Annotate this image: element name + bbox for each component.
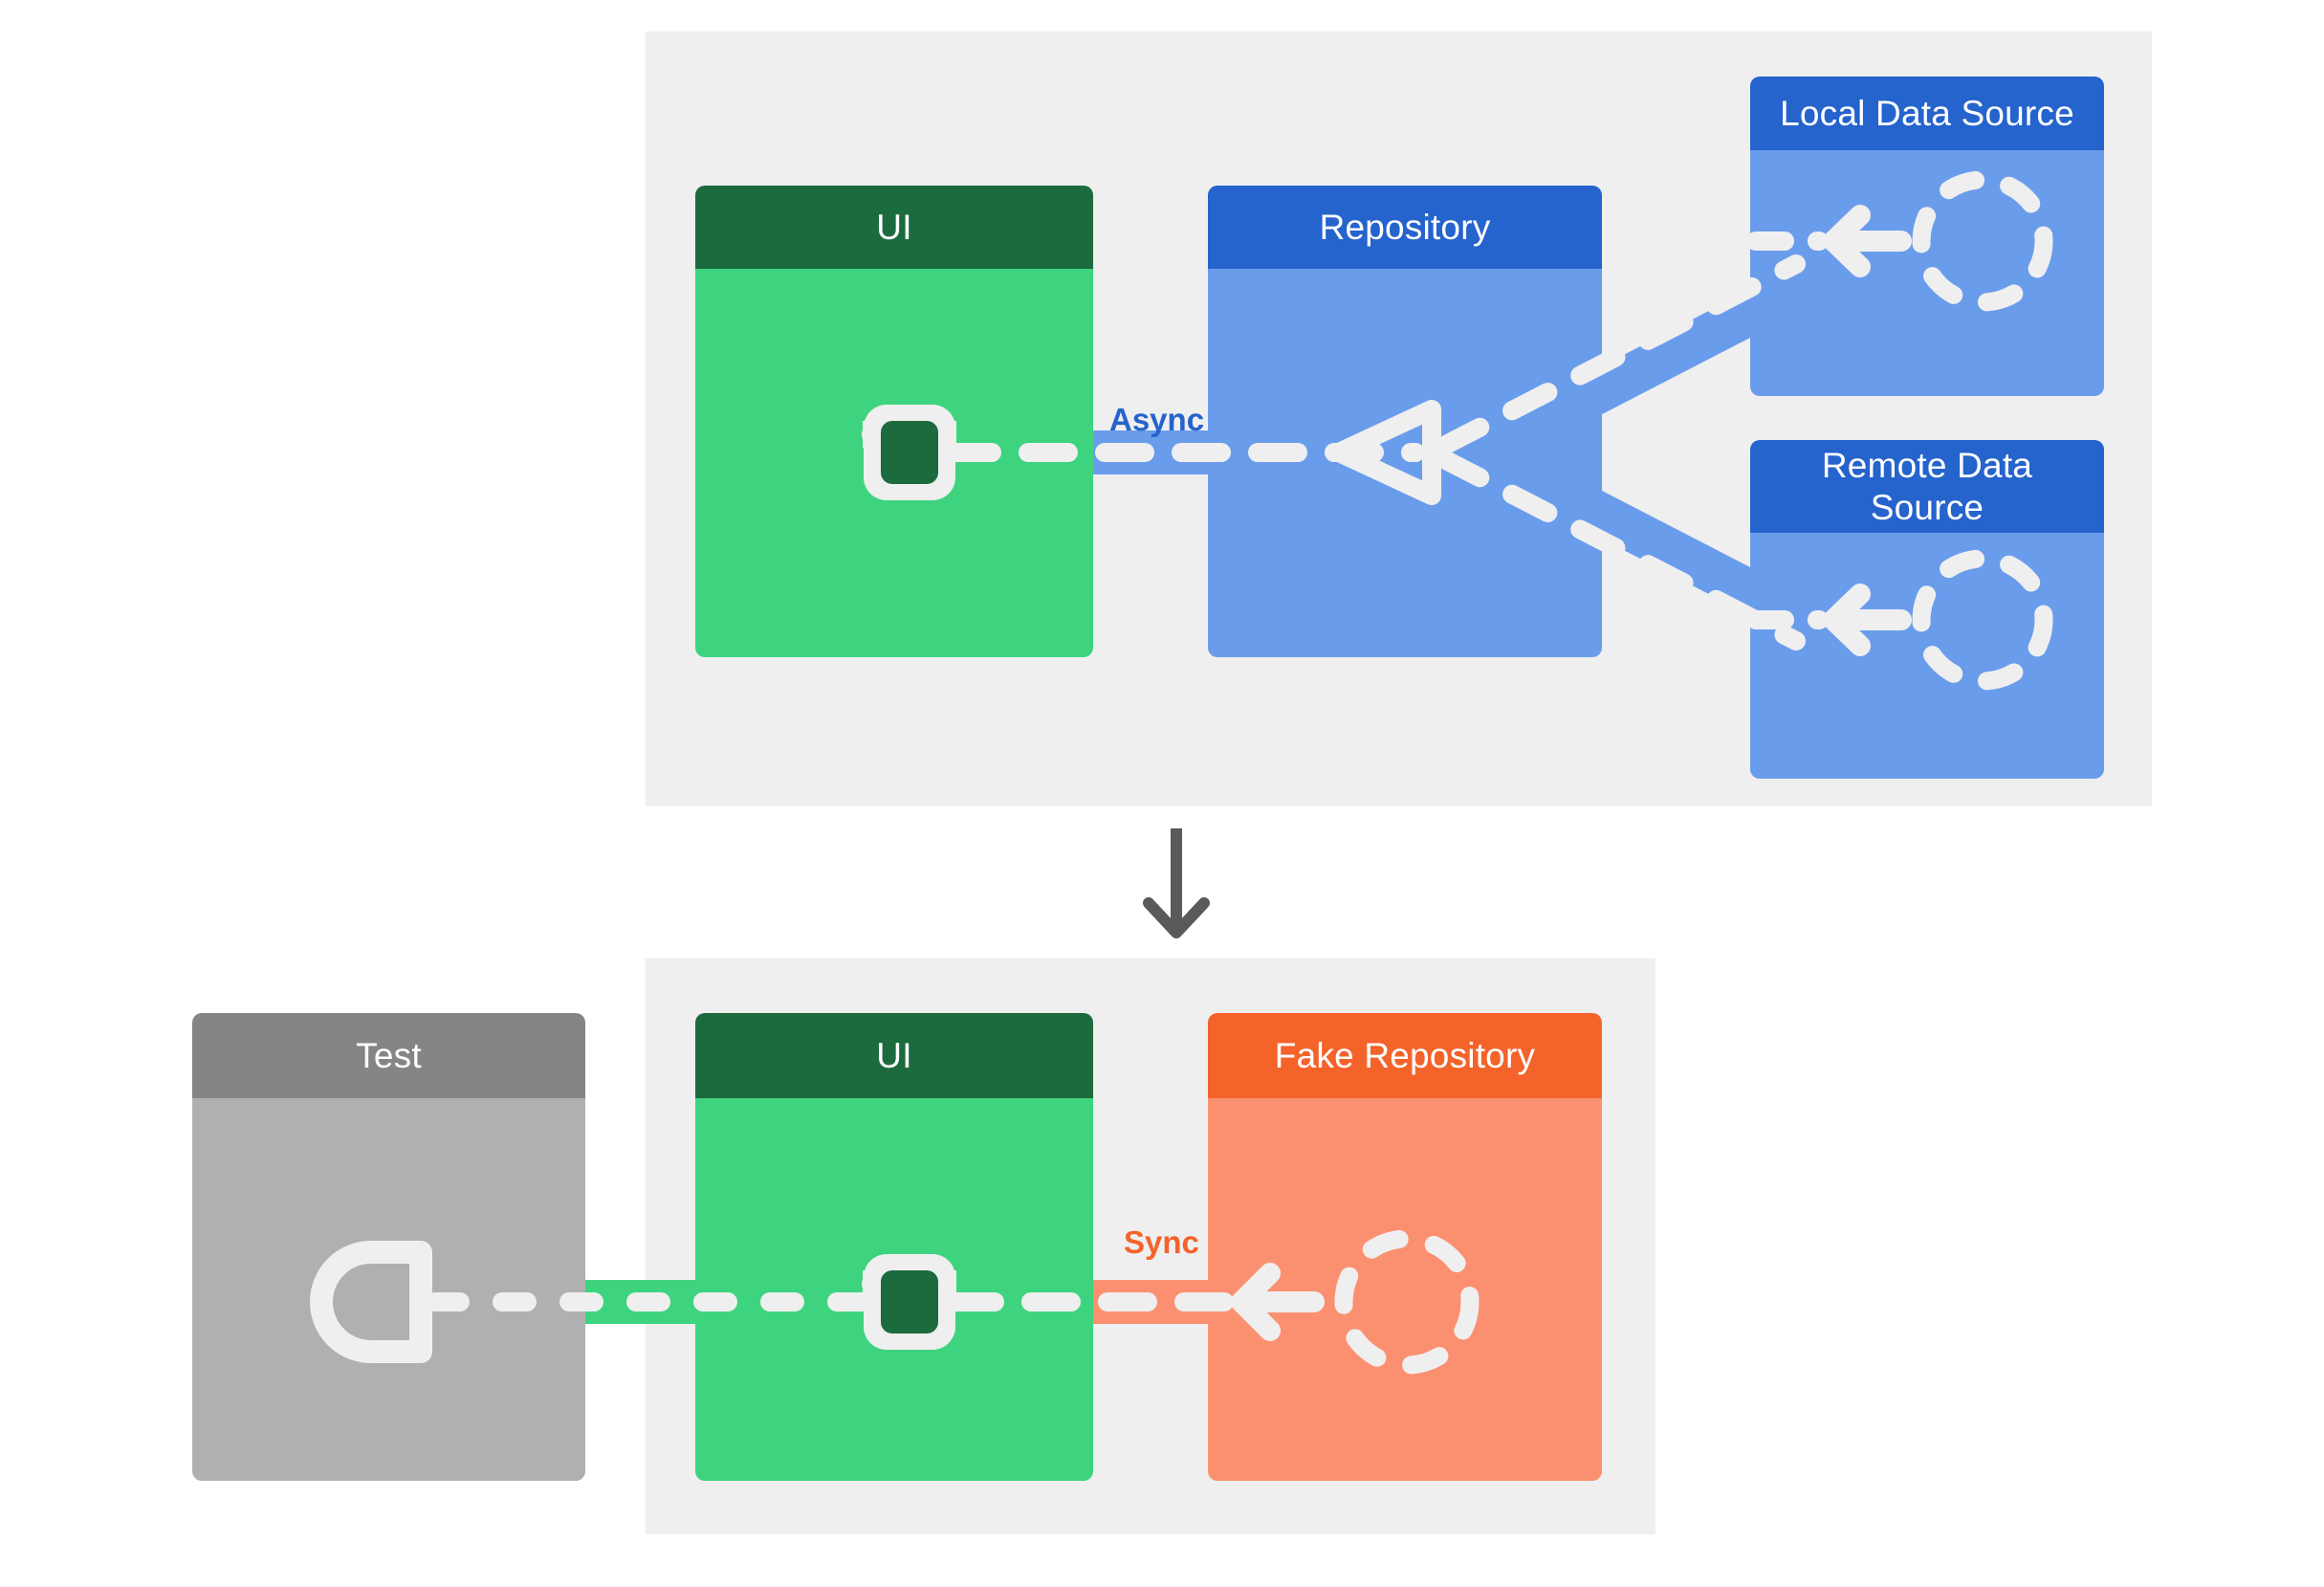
card-body-remote-data-source [1750, 533, 2104, 779]
card-fake-repository[interactable]: Fake Repository [1208, 1013, 1602, 1481]
card-repository[interactable]: Repository [1208, 186, 1602, 657]
card-remote-data-source[interactable]: Remote Data Source [1750, 440, 2104, 779]
card-body-ui-production [695, 269, 1093, 657]
card-body-fake-repository [1208, 1098, 1602, 1481]
card-title-ui-test: UI [695, 1013, 1093, 1098]
card-ui-test[interactable]: UI [695, 1013, 1093, 1481]
card-test[interactable]: Test [192, 1013, 585, 1481]
card-title-remote-data-source: Remote Data Source [1750, 440, 2104, 533]
card-title-local-data-source: Local Data Source [1750, 77, 2104, 150]
card-local-data-source[interactable]: Local Data Source [1750, 77, 2104, 396]
edge-label-sync: Sync [1124, 1224, 1199, 1260]
edge-label-async: Async [1109, 402, 1205, 437]
card-body-local-data-source [1750, 150, 2104, 396]
card-title-ui-production: UI [695, 186, 1093, 269]
card-title-fake-repository: Fake Repository [1208, 1013, 1602, 1098]
card-title-test: Test [192, 1013, 585, 1098]
card-body-ui-test [695, 1098, 1093, 1481]
card-body-test [192, 1098, 585, 1481]
card-ui-production[interactable]: UI [695, 186, 1093, 657]
arrow-down-icon [1143, 828, 1210, 938]
card-title-repository: Repository [1208, 186, 1602, 269]
card-body-repository [1208, 269, 1602, 657]
